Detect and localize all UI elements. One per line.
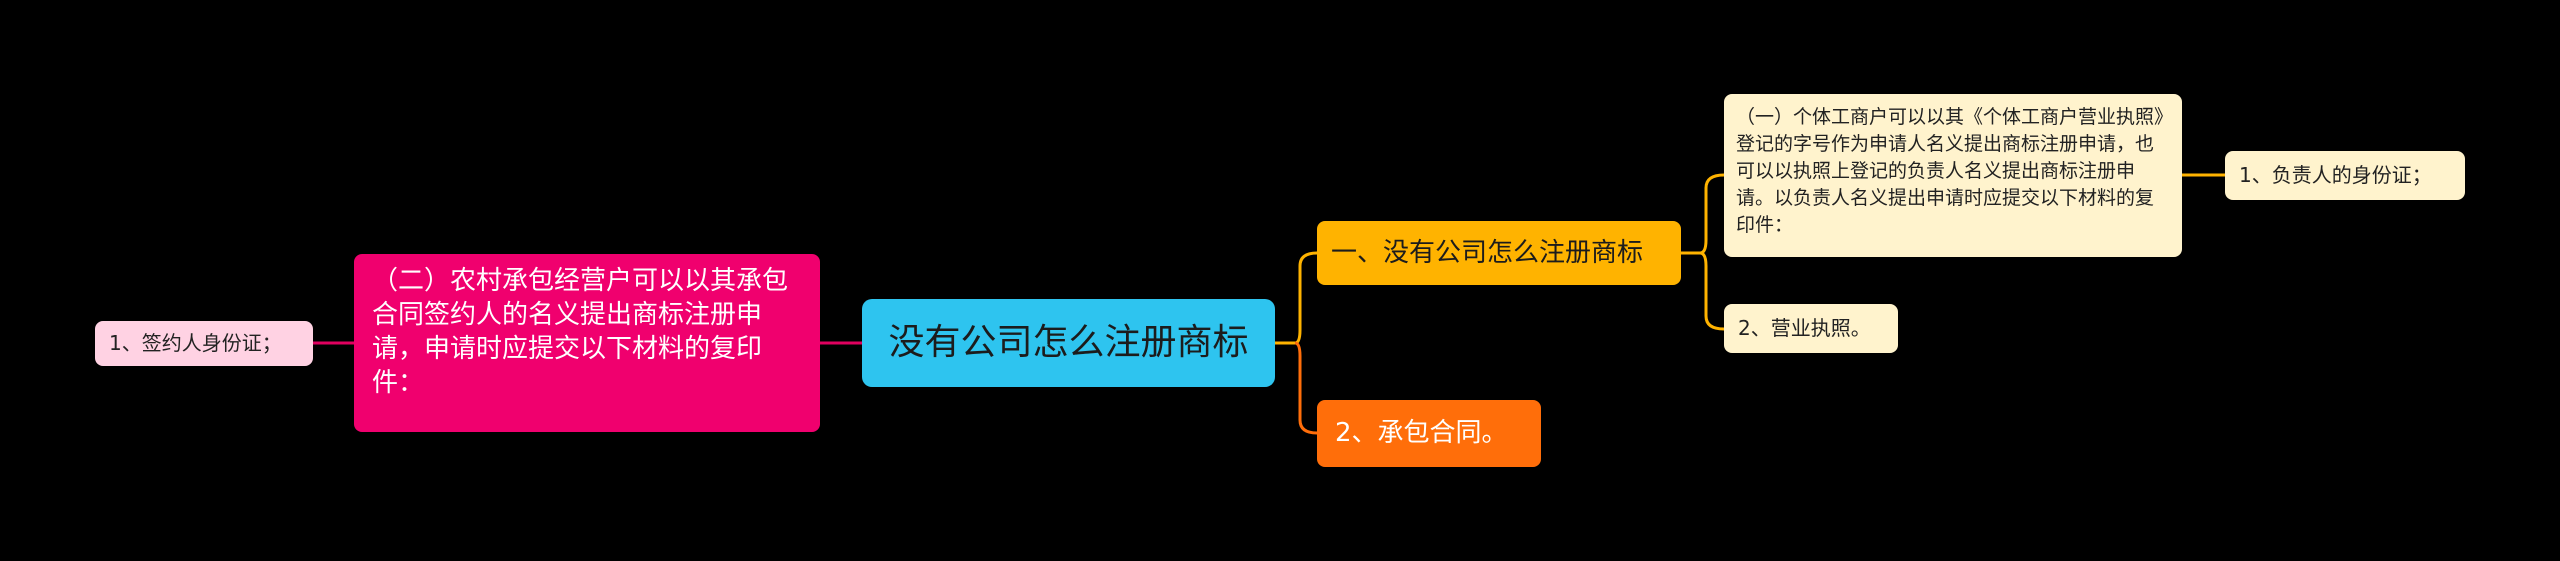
- topic-contract[interactable]: 2、承包合同。: [1317, 400, 1541, 467]
- connector-root-to-contract: [1294, 341, 1318, 435]
- topic-rural-contract-household[interactable]: （二）农村承包经营户可以以其承包合同签约人的名义提出商标注册申请，申请时应提交以…: [354, 254, 820, 432]
- topic-section-one[interactable]: 一、没有公司怎么注册商标: [1317, 221, 1681, 285]
- topic-owner-id-card[interactable]: 1、负责人的身份证；: [2225, 151, 2465, 200]
- root-topic[interactable]: 没有公司怎么注册商标: [862, 299, 1275, 387]
- topic-business-license[interactable]: 2、营业执照。: [1724, 304, 1898, 353]
- connector-section-one-to-license: [1699, 251, 1725, 331]
- topic-signer-id-card[interactable]: 1、签约人身份证；: [95, 321, 313, 366]
- topic-individual-business[interactable]: （一）个体工商户可以以其《个体工商户营业执照》登记的字号作为申请人名义提出商标注…: [1724, 94, 2182, 257]
- connector-root-to-section-one: [1275, 251, 1318, 345]
- connector-section-one-to-individual: [1681, 173, 1725, 255]
